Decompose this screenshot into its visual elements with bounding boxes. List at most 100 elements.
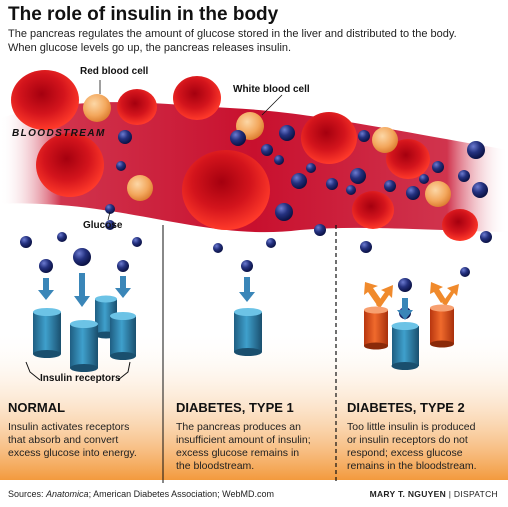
column-text: Too little insulin is produced or insuli… [347,421,477,473]
glucose-molecule [480,231,492,243]
glucose-molecules [20,125,492,319]
column-diabetes-type1: DIABETES, TYPE 1 The pancreas produces a… [176,400,311,473]
red-blood-cell [301,112,357,164]
column-text-line: excess glucose remains in [176,447,300,459]
red-blood-cell [386,139,430,179]
column-text-line: The pancreas produces an [176,421,301,433]
column-text-line: the bloodstream. [176,460,255,472]
column-text-line: respond; excess glucose [347,447,463,459]
down-arrow [397,298,413,320]
insulin-receptors-label: Insulin receptors [40,373,121,384]
bounce-arrow [364,282,382,305]
red-blood-cell [442,209,478,241]
glucose-molecule [230,130,246,146]
glucose-molecule [314,224,326,236]
glucose-molecule [118,130,132,144]
receptor [33,308,61,358]
down-arrow [74,273,90,307]
bracket-left [25,361,41,381]
subtitle-line: When glucose levels go up, the pancreas … [8,41,292,54]
column-diabetes-type2: DIABETES, TYPE 2 Too little insulin is p… [347,400,477,473]
credit-line: MARY T. NGUYEN | DISPATCH [370,489,498,499]
bloodstream-label: BLOODSTREAM [12,128,106,139]
receptor-type1 [234,308,262,356]
glucose-molecule [472,182,488,198]
white-blood-cell [127,175,153,201]
column-text-line: that absorb and convert [8,434,119,446]
column-normal: NORMAL Insulin activates receptors that … [8,400,137,460]
glucose-molecule [306,163,316,173]
glucose-label: Glucose [83,220,123,231]
sources-rest: ; American Diabetes Association; WebMD.c… [88,489,274,499]
glucose-molecule [116,161,126,171]
column-heading: NORMAL [8,400,66,415]
red-blood-cell [173,76,221,120]
artist-credit: MARY T. NGUYEN [369,489,447,499]
glucose-molecule [406,186,420,200]
glucose-molecule [241,260,253,272]
glucose-molecule [460,267,470,277]
page-subtitle: The pancreas regulates the amount of glu… [8,28,500,55]
bounce-arrow [430,282,446,303]
glucose-molecule [39,259,53,273]
glucose-molecule [266,238,276,248]
red-blood-cell-label: Red blood cell [80,66,149,77]
glucose-molecule [346,185,356,195]
glucose-molecule [279,125,295,141]
glucose-molecule [132,237,142,247]
column-text: Insulin activates receptors that absorb … [8,421,137,460]
unresponsive-receptor [430,304,454,348]
leader-white-cell [261,94,283,116]
glucose-molecule [261,144,273,156]
column-text: The pancreas produces an insufficient am… [176,421,311,473]
glucose-molecule [384,180,396,192]
glucose-molecule [350,168,366,184]
glucose-molecule [326,178,338,190]
white-blood-cell-label: White blood cell [233,84,310,95]
down-arrow [115,276,131,298]
white-blood-cell [372,127,398,153]
red-blood-cell [117,89,157,125]
column-text-line: remains in the bloodstream. [347,460,477,472]
red-blood-cell [182,150,270,230]
red-blood-cell [36,133,104,197]
glucose-molecule [458,170,470,182]
column-text-line: insufficient amount of insulin; [176,434,311,446]
down-arrow [38,278,54,300]
bounce-arrow [376,285,393,308]
glucose-molecule [291,173,307,189]
column-heading: DIABETES, TYPE 2 [347,400,465,415]
sources-italic: Anatomica [46,489,89,499]
glucose-molecule [419,174,429,184]
glucose-molecule [20,236,32,248]
white-blood-cell [83,94,111,122]
column-heading: DIABETES, TYPE 1 [176,400,294,415]
unresponsive-receptor [364,306,388,350]
column-text-line: excess glucose into energy. [8,447,137,459]
glucose-molecule [117,260,129,272]
white-blood-cell [425,181,451,207]
column-text-line: or insulin receptors do not [347,434,468,446]
publication-name: DISPATCH [453,489,498,499]
receptors-type2 [364,304,454,370]
leader-glucose [107,211,111,221]
page-title: The role of insulin in the body [8,4,279,25]
receptors-normal [33,295,136,372]
receptor [70,320,98,372]
glucose-molecule [432,161,444,173]
red-blood-cells [11,70,478,241]
receptor [391,322,419,370]
glucose-molecule [274,155,284,165]
subtitle-line: The pancreas regulates the amount of glu… [8,28,457,40]
glucose-molecule [467,141,485,159]
column-text-line: Insulin activates receptors [8,421,130,433]
glucose-molecule [105,220,115,230]
glucose-molecule [398,278,412,292]
glucose-molecule [73,248,91,266]
reject-arrows [364,282,459,308]
red-blood-cell [11,70,79,130]
credit-separator: | [446,489,454,499]
red-blood-cell [352,191,394,229]
